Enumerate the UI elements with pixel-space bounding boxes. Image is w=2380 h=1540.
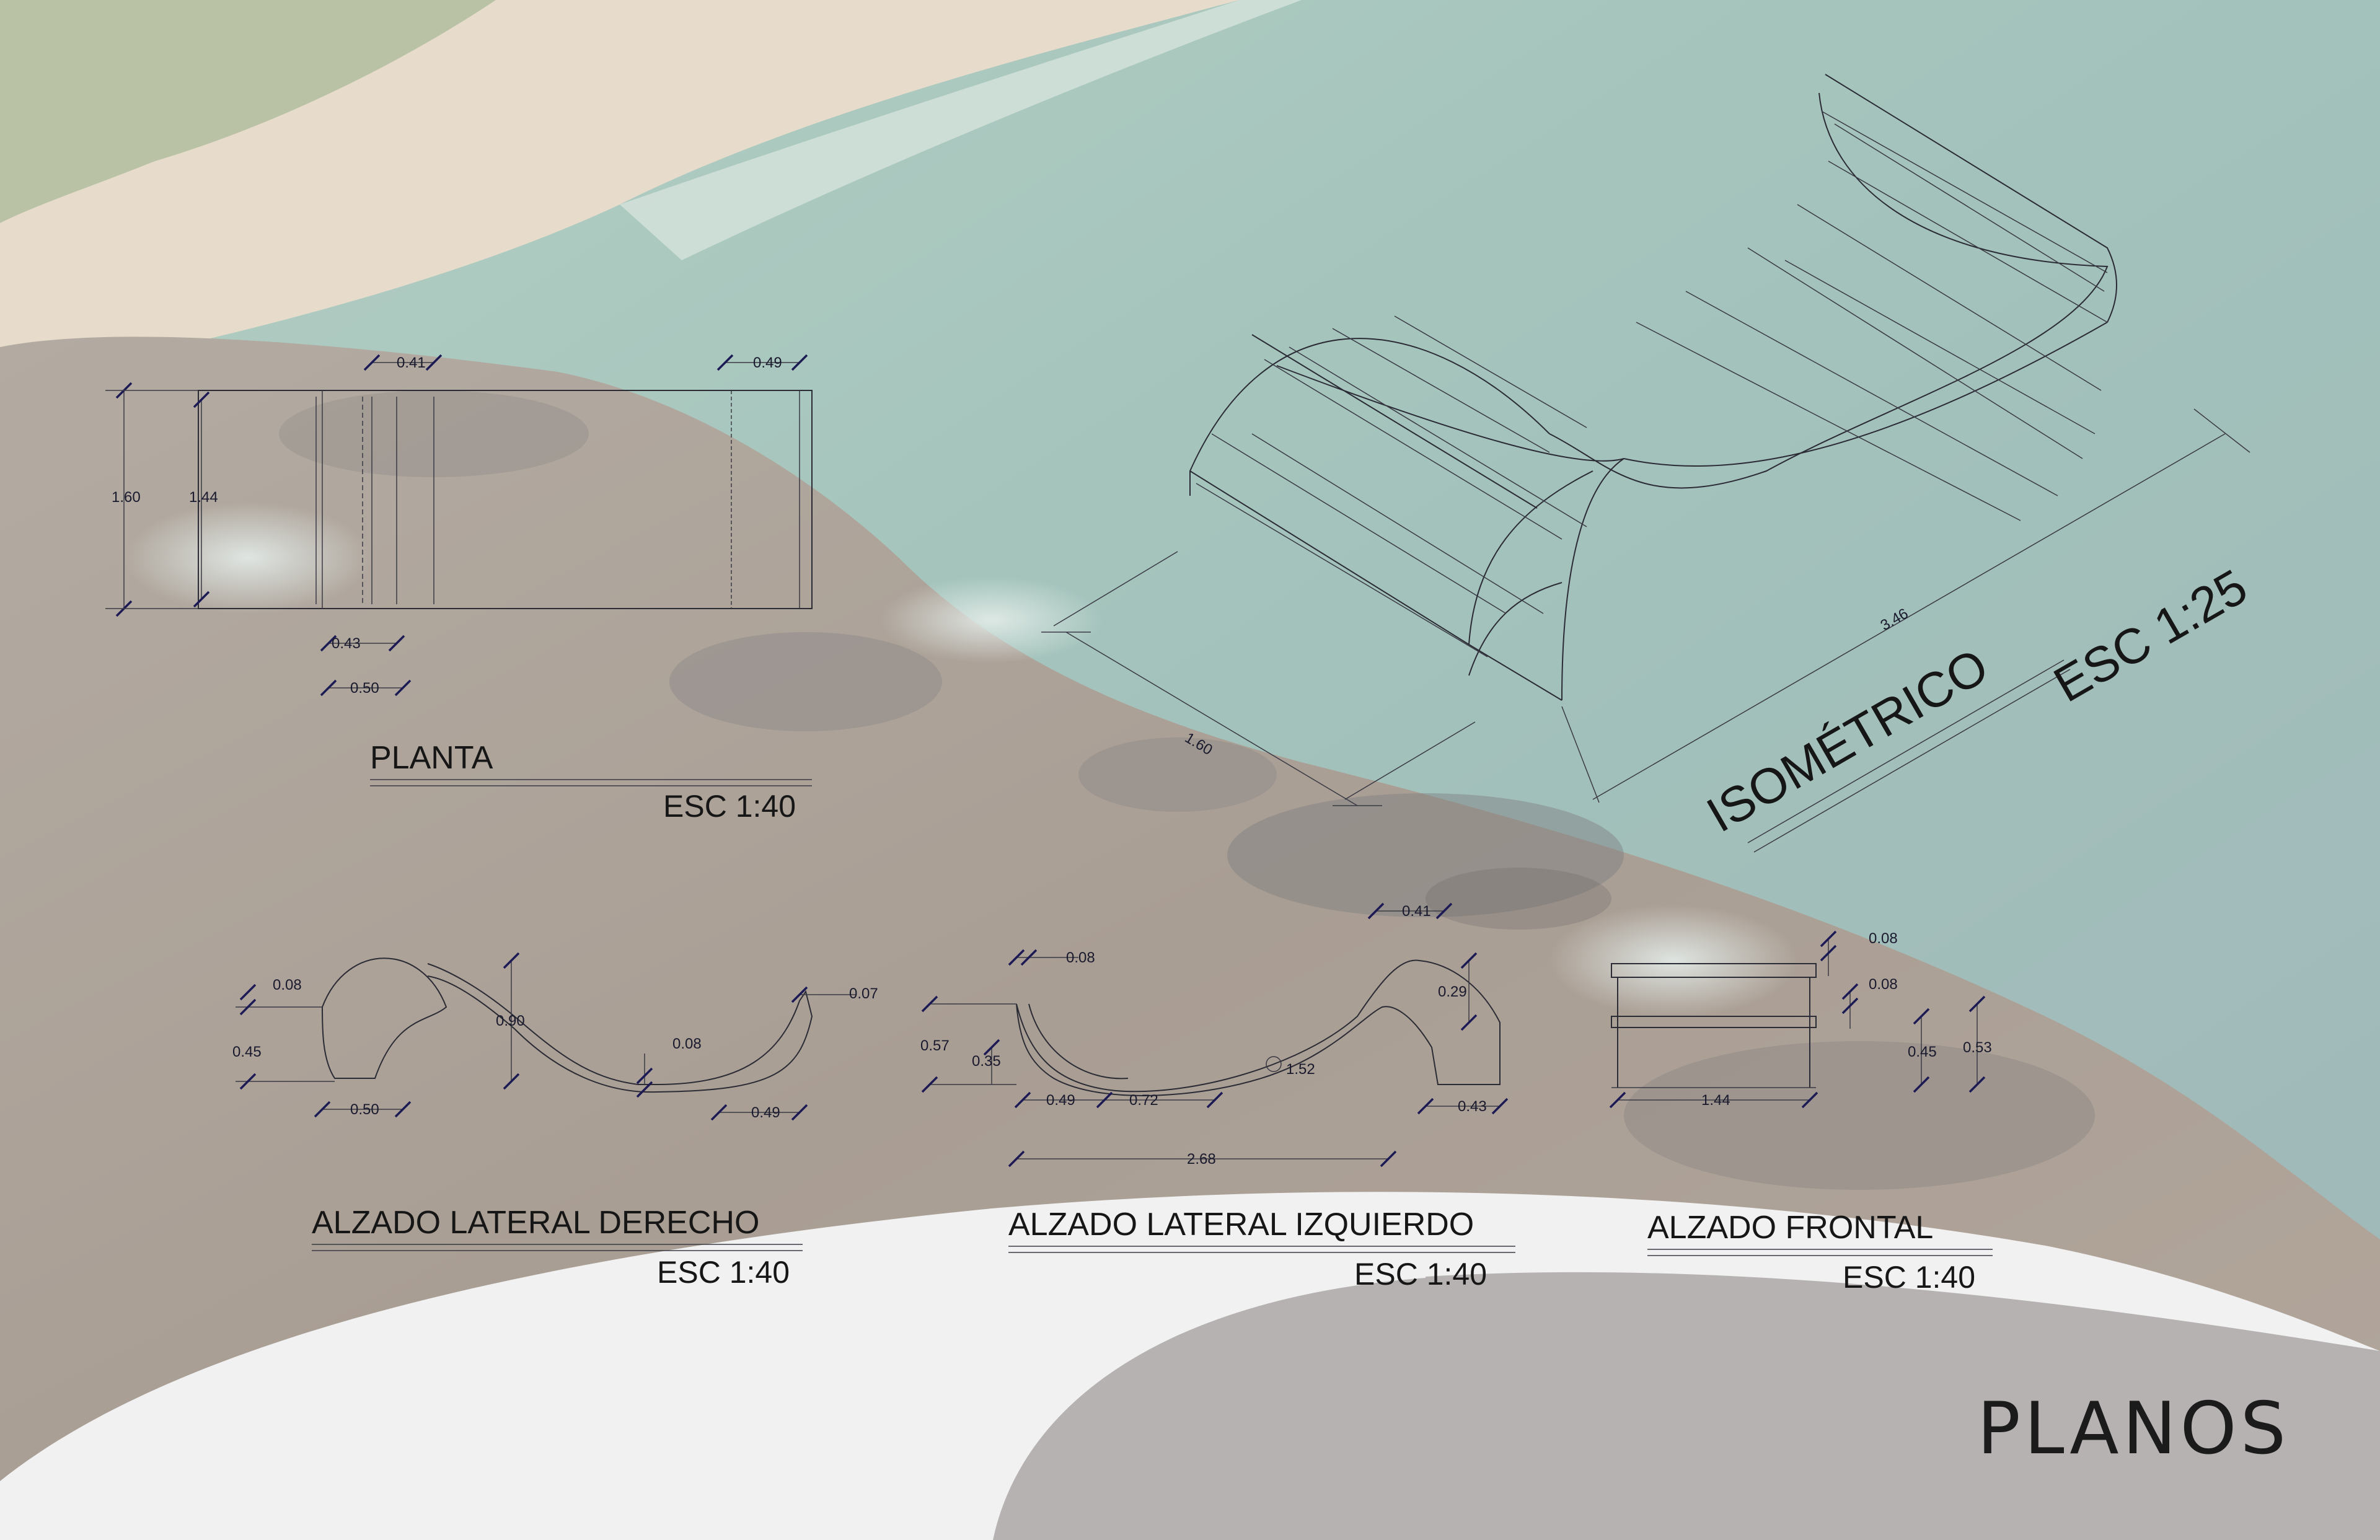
dim-left-072: 0.72 bbox=[1129, 1092, 1158, 1109]
dim-left-035: 0.35 bbox=[972, 1053, 1001, 1070]
front-elevation-title: ALZADO FRONTAL bbox=[1647, 1210, 1933, 1246]
dim-left-029: 0.29 bbox=[1438, 983, 1467, 1000]
dim-left-043: 0.43 bbox=[1458, 1098, 1487, 1115]
dim-right-090: 0.90 bbox=[496, 1013, 525, 1029]
left-elevation-title: ALZADO LATERAL IZQUIERDO bbox=[1008, 1207, 1474, 1243]
dim-front-053: 0.53 bbox=[1963, 1039, 1992, 1056]
right-elevation-scale: ESC 1:40 bbox=[657, 1255, 790, 1290]
plan-title: PLANTA bbox=[370, 740, 493, 776]
dim-plan-050: 0.50 bbox=[350, 680, 379, 697]
dim-right-045: 0.45 bbox=[232, 1044, 262, 1060]
dim-front-144: 1.44 bbox=[1701, 1092, 1730, 1109]
dim-left-049: 0.49 bbox=[1046, 1092, 1075, 1109]
right-side-elevation: 0.45 0.08 0.50 0.90 0.08 0.07 0.49 ALZAD… bbox=[232, 952, 878, 1290]
dim-left-268: 2.68 bbox=[1187, 1151, 1216, 1168]
right-elevation-title: ALZADO LATERAL DERECHO bbox=[312, 1205, 759, 1241]
dim-right-049: 0.49 bbox=[751, 1104, 780, 1121]
dim-iso-length: 3.46 bbox=[1878, 605, 1911, 634]
dim-plan-inner-height: 1.44 bbox=[189, 489, 218, 506]
dim-plan-height: 1.60 bbox=[112, 489, 141, 506]
dim-front-045: 0.45 bbox=[1908, 1044, 1937, 1060]
sheet-heading: PLANOS bbox=[1977, 1387, 2290, 1471]
dim-right-007: 0.07 bbox=[849, 985, 878, 1002]
isometric-view: 1.60 3.46 ISOMÉTRICO ESC 1:25 bbox=[1041, 74, 2256, 853]
dim-front-008a: 0.08 bbox=[1869, 930, 1898, 947]
dim-plan-049: 0.49 bbox=[753, 354, 782, 371]
dim-left-041: 0.41 bbox=[1402, 903, 1431, 920]
plan-view: 1.60 1.44 0.41 0.49 0.43 0.50 PLANTA ESC… bbox=[105, 354, 813, 824]
dim-right-008a: 0.08 bbox=[273, 977, 302, 993]
dim-iso-width: 1.60 bbox=[1182, 729, 1215, 759]
dim-left-008: 0.08 bbox=[1066, 949, 1095, 966]
iso-scale: ESC 1:25 bbox=[2045, 558, 2256, 712]
plan-scale: ESC 1:40 bbox=[663, 789, 796, 824]
dim-left-152: 1.52 bbox=[1286, 1061, 1315, 1078]
dim-plan-041: 0.41 bbox=[397, 354, 426, 371]
dim-plan-043: 0.43 bbox=[332, 635, 361, 652]
dim-left-057: 0.57 bbox=[920, 1037, 950, 1054]
dim-right-008b: 0.08 bbox=[672, 1036, 702, 1052]
left-elevation-scale: ESC 1:40 bbox=[1354, 1257, 1487, 1291]
left-side-elevation: 0.57 0.35 0.08 0.41 0.29 0.49 0.72 1.52 … bbox=[920, 902, 1515, 1291]
iso-title: ISOMÉTRICO bbox=[1698, 638, 1997, 842]
dim-right-050: 0.50 bbox=[350, 1101, 379, 1118]
front-elevation: 0.08 0.08 0.45 0.53 1.44 ALZADO FRONTAL … bbox=[1609, 930, 1993, 1295]
front-elevation-scale: ESC 1:40 bbox=[1843, 1260, 1975, 1295]
dim-front-008b: 0.08 bbox=[1869, 976, 1898, 993]
